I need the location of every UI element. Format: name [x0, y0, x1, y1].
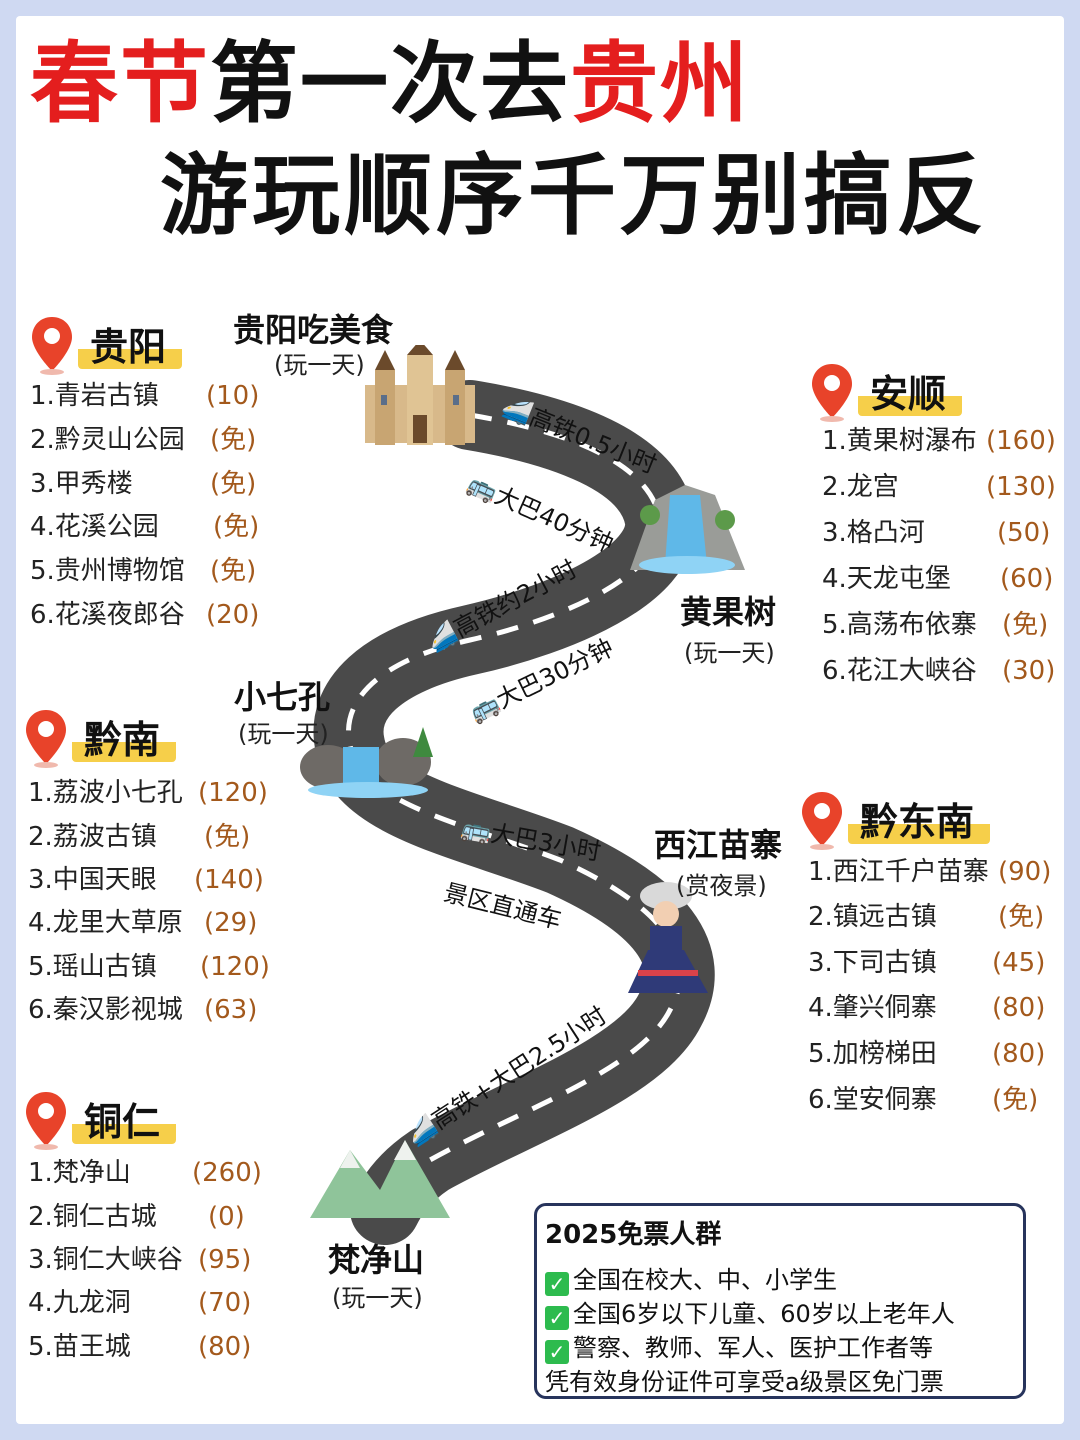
list-item: 1.梵净山(260)	[28, 1158, 262, 1188]
list-item: 6.花溪夜郎谷(20)	[30, 600, 260, 630]
list-item: 5.贵州博物馆(免)	[30, 556, 257, 586]
region-name: 贵阳	[78, 325, 183, 369]
list-item: 6.堂安侗寨(免)	[808, 1085, 1039, 1115]
list-item: 2.龙宫(130)	[822, 472, 1056, 502]
region-name: 黔南	[72, 718, 177, 762]
list-item: 2.镇远古镇(免)	[808, 902, 1045, 932]
list-item: 4.花溪公园(免)	[30, 512, 260, 542]
region-tongren: 铜仁 1.梵净山(260) 2.铜仁古城(0) 3.铜仁大峡谷(95) 4.九龙…	[24, 1090, 274, 1362]
check-icon: ✓	[545, 1340, 569, 1364]
stop-huangguoshu-name: 黄果树	[680, 593, 777, 631]
location-pin-icon	[812, 364, 852, 422]
list-item: 5.苗王城(80)	[28, 1332, 252, 1362]
free-box-footer: 凭有效身份证件可享受a级景区免门票	[545, 1368, 944, 1396]
castle-icon	[365, 345, 475, 445]
list-item: 1.青岩古镇(10)	[30, 381, 260, 411]
location-pin-icon	[26, 710, 66, 768]
free-box-row: ✓全国在校大、中、小学生	[545, 1260, 837, 1296]
region-name: 安顺	[858, 372, 963, 416]
location-pin-icon	[26, 1092, 66, 1150]
list-item: 6.花江大峡谷(30)	[822, 656, 1056, 686]
list-item: 5.加榜梯田(80)	[808, 1039, 1046, 1069]
title-line-2: 游玩顺序千万别搞反	[160, 144, 989, 247]
free-box-row: ✓警察、教师、军人、医护工作者等	[545, 1328, 933, 1364]
list-item: 1.西江千户苗寨(90)	[808, 857, 1052, 887]
stop-fanjingshan-sub: (玩一天)	[332, 1284, 423, 1312]
stop-huangguoshu-sub: (玩一天)	[684, 639, 775, 667]
list-item: 4.龙里大草原(29)	[28, 908, 258, 938]
region-qiandongnan: 黔东南 1.西江千户苗寨(90) 2.镇远古镇(免) 3.下司古镇(45) 4.…	[800, 790, 1060, 1115]
region-qiannan: 黔南 1.荔波小七孔(120) 2.荔波古镇(免) 3.中国天眼(140) 4.…	[24, 708, 274, 1025]
title-line-1: 春节第一次去贵州	[30, 32, 751, 135]
stop-fanjingshan-name: 梵净山	[328, 1241, 425, 1279]
list-item: 1.黄果树瀑布(160)	[822, 426, 1056, 456]
stop-xiaoqikong-name: 小七孔	[234, 678, 331, 716]
check-icon: ✓	[545, 1272, 569, 1296]
check-icon: ✓	[545, 1306, 569, 1330]
free-box-row: ✓全国6岁以下儿童、60岁以上老年人	[545, 1294, 955, 1330]
list-item: 3.甲秀楼(免)	[30, 469, 257, 499]
list-item: 3.下司古镇(45)	[808, 948, 1046, 978]
list-item: 4.九龙洞(70)	[28, 1288, 252, 1318]
list-item: 3.中国天眼(140)	[28, 865, 264, 895]
list-item: 5.瑶山古镇(120)	[28, 952, 270, 982]
location-pin-icon	[32, 317, 72, 375]
region-name: 铜仁	[72, 1100, 177, 1144]
list-item: 2.荔波古镇(免)	[28, 822, 251, 852]
location-pin-icon	[802, 792, 842, 850]
mountain-icon	[310, 1140, 450, 1218]
waterfall-icon	[300, 727, 433, 798]
stop-xiaoqikong-sub: (玩一天)	[238, 720, 329, 748]
list-item: 2.铜仁古城(0)	[28, 1202, 245, 1232]
free-box-title: 2025免票人群	[545, 1220, 722, 1250]
list-item: 4.天龙屯堡(60)	[822, 564, 1054, 594]
region-name: 黔东南	[848, 800, 991, 844]
free-ticket-box: 2025免票人群 ✓全国在校大、中、小学生 ✓全国6岁以下儿童、60岁以上老年人…	[534, 1203, 1026, 1399]
list-item: 3.格凸河(50)	[822, 518, 1051, 548]
region-guiyang: 贵阳 1.青岩古镇(10) 2.黔灵山公园(免) 3.甲秀楼(免) 4.花溪公园…	[30, 315, 270, 630]
list-item: 3.铜仁大峡谷(95)	[28, 1245, 252, 1275]
list-item: 4.肇兴侗寨(80)	[808, 993, 1046, 1023]
list-item: 2.黔灵山公园(免)	[30, 425, 257, 455]
poster-card	[16, 16, 1064, 1424]
region-anshun: 安顺 1.黄果树瀑布(160) 2.龙宫(130) 3.格凸河(50) 4.天龙…	[810, 362, 1060, 686]
stop-guiyang-name: 贵阳吃美食	[233, 311, 394, 349]
list-item: 5.高荡布依寨(免)	[822, 610, 1049, 640]
miao-girl-icon	[628, 882, 708, 993]
list-item: 6.秦汉影视城(63)	[28, 995, 258, 1025]
waterfall-icon	[630, 485, 745, 574]
stop-xijiang-name: 西江苗寨	[654, 826, 783, 864]
stop-xijiang-sub: (赏夜景)	[676, 872, 767, 900]
stop-guiyang-sub: (玩一天)	[274, 351, 365, 379]
list-item: 1.荔波小七孔(120)	[28, 778, 268, 808]
